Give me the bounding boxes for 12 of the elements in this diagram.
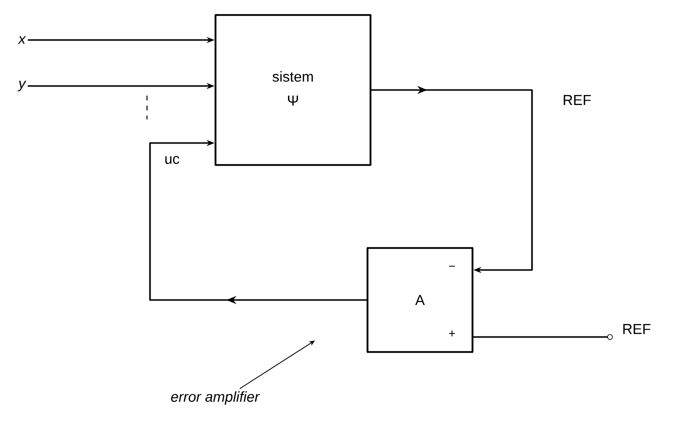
edge-label: uc xyxy=(165,156,180,164)
leader-line xyxy=(240,340,315,389)
terminal-label: REF xyxy=(623,324,650,334)
edge-label: REF xyxy=(564,95,591,105)
input-label: y xyxy=(18,80,26,92)
input-label: x xyxy=(18,36,26,44)
input-sign: + xyxy=(449,330,455,336)
system-box: sistem Ψ xyxy=(214,14,372,166)
arrow xyxy=(370,86,533,274)
input-sign: − xyxy=(449,266,455,267)
arrow xyxy=(149,140,368,304)
callout-text: error amplifier xyxy=(171,391,260,405)
